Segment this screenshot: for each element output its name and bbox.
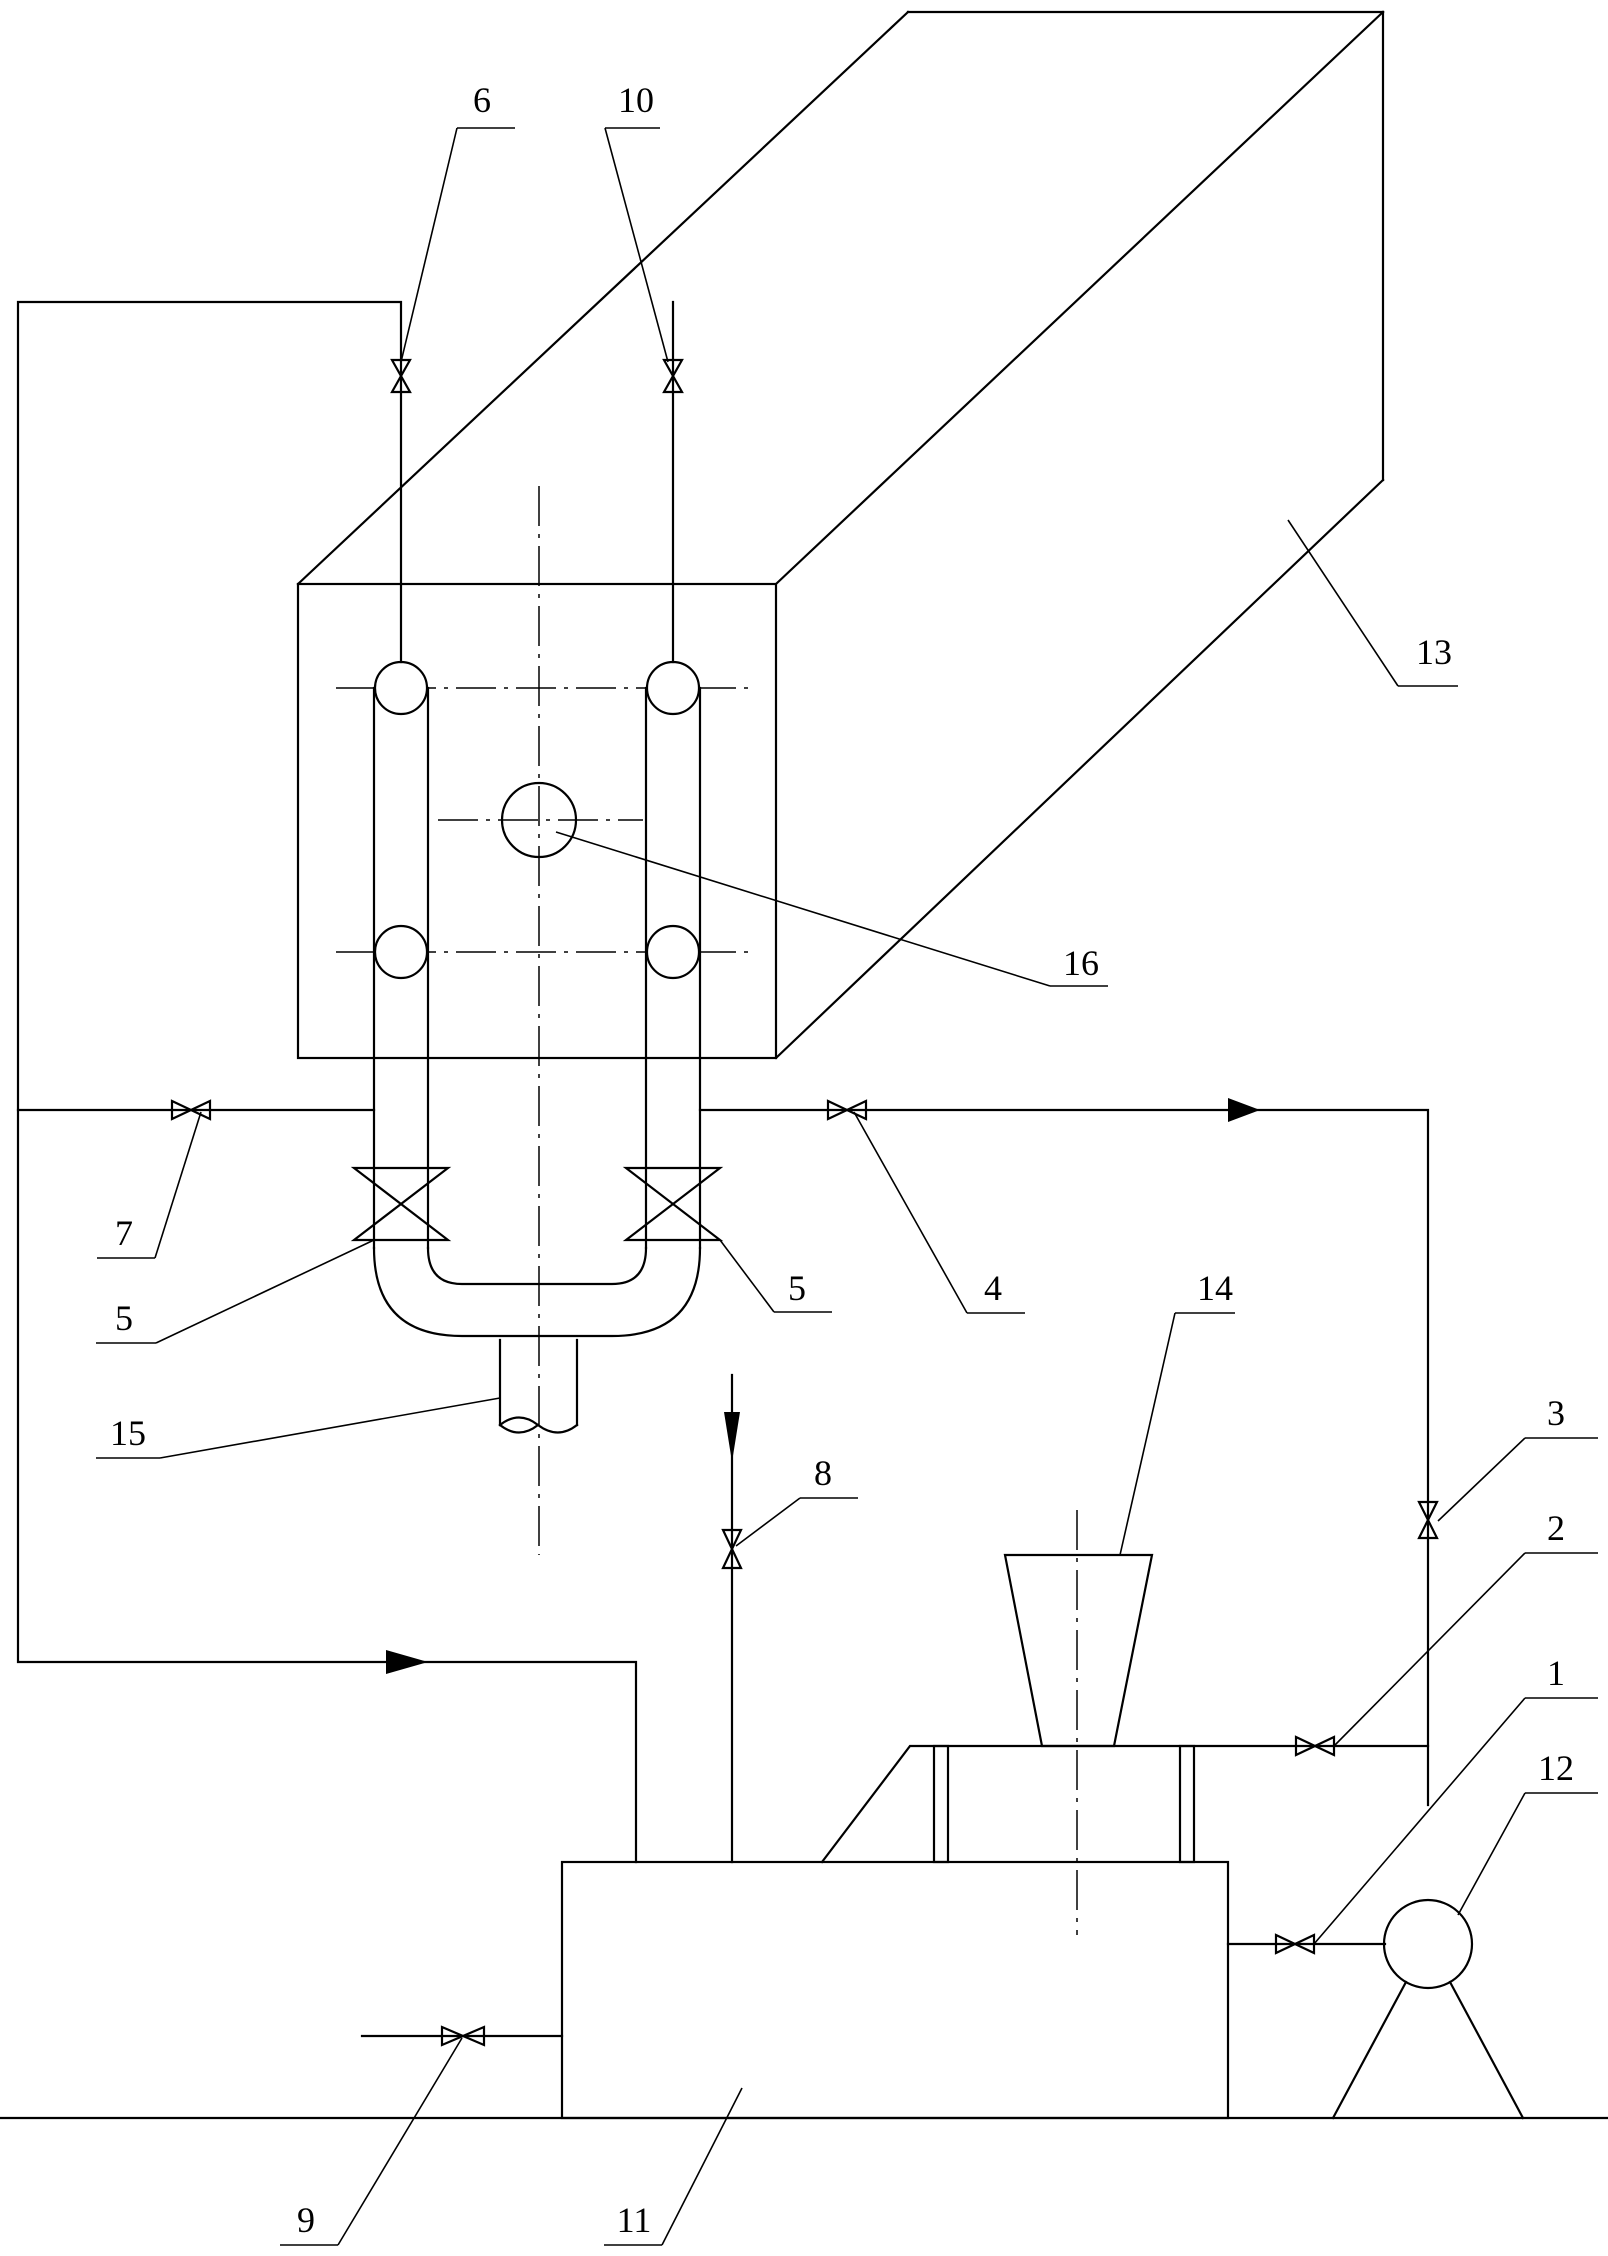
u-tube-assembly bbox=[372, 660, 702, 1338]
valve-5-left bbox=[350, 1166, 452, 1242]
label-10: 10 bbox=[618, 80, 654, 120]
valve-2 bbox=[1294, 1735, 1336, 1757]
outlet-15 bbox=[498, 1338, 579, 1434]
label-5-left: 5 bbox=[115, 1298, 133, 1338]
center-lines bbox=[336, 486, 1078, 1935]
hopper-14 bbox=[1003, 1553, 1154, 1748]
valve-3 bbox=[1417, 1500, 1439, 1540]
mixer-frame bbox=[932, 1744, 1196, 1864]
label-13: 13 bbox=[1416, 632, 1452, 672]
valve-1 bbox=[1274, 1933, 1316, 1955]
valve-10 bbox=[662, 358, 684, 394]
label-15: 15 bbox=[110, 1413, 146, 1453]
leader-lines bbox=[96, 127, 1598, 2246]
label-9: 9 bbox=[297, 2200, 315, 2240]
feed-line-8 bbox=[724, 1373, 740, 1864]
valve-6 bbox=[390, 358, 412, 394]
valve-4 bbox=[826, 1099, 868, 1121]
label-2: 2 bbox=[1547, 1508, 1565, 1548]
label-14: 14 bbox=[1197, 1268, 1233, 1308]
hole-16 bbox=[500, 781, 578, 859]
label-4: 4 bbox=[984, 1268, 1002, 1308]
valve-5-right bbox=[622, 1166, 724, 1242]
label-12: 12 bbox=[1538, 1748, 1574, 1788]
tank-11 bbox=[560, 1860, 1230, 2120]
label-7: 7 bbox=[115, 1213, 133, 1253]
label-3: 3 bbox=[1547, 1393, 1565, 1433]
supply-pipeline bbox=[698, 1098, 1430, 1946]
valve-8 bbox=[721, 1528, 743, 1570]
chamber-13 bbox=[296, 10, 1385, 1060]
valve-9 bbox=[440, 2025, 486, 2047]
label-11: 11 bbox=[617, 2200, 652, 2240]
return-pipeline bbox=[16, 300, 675, 1864]
label-5-right: 5 bbox=[788, 1268, 806, 1308]
pump-12 bbox=[1331, 1898, 1525, 2120]
label-8: 8 bbox=[814, 1453, 832, 1493]
label-1: 1 bbox=[1547, 1653, 1565, 1693]
labels: 6 10 13 16 7 5 5 4 14 15 8 3 2 1 12 9 11 bbox=[110, 80, 1574, 2240]
label-6: 6 bbox=[473, 80, 491, 120]
valve-7 bbox=[170, 1099, 212, 1121]
label-16: 16 bbox=[1063, 943, 1099, 983]
